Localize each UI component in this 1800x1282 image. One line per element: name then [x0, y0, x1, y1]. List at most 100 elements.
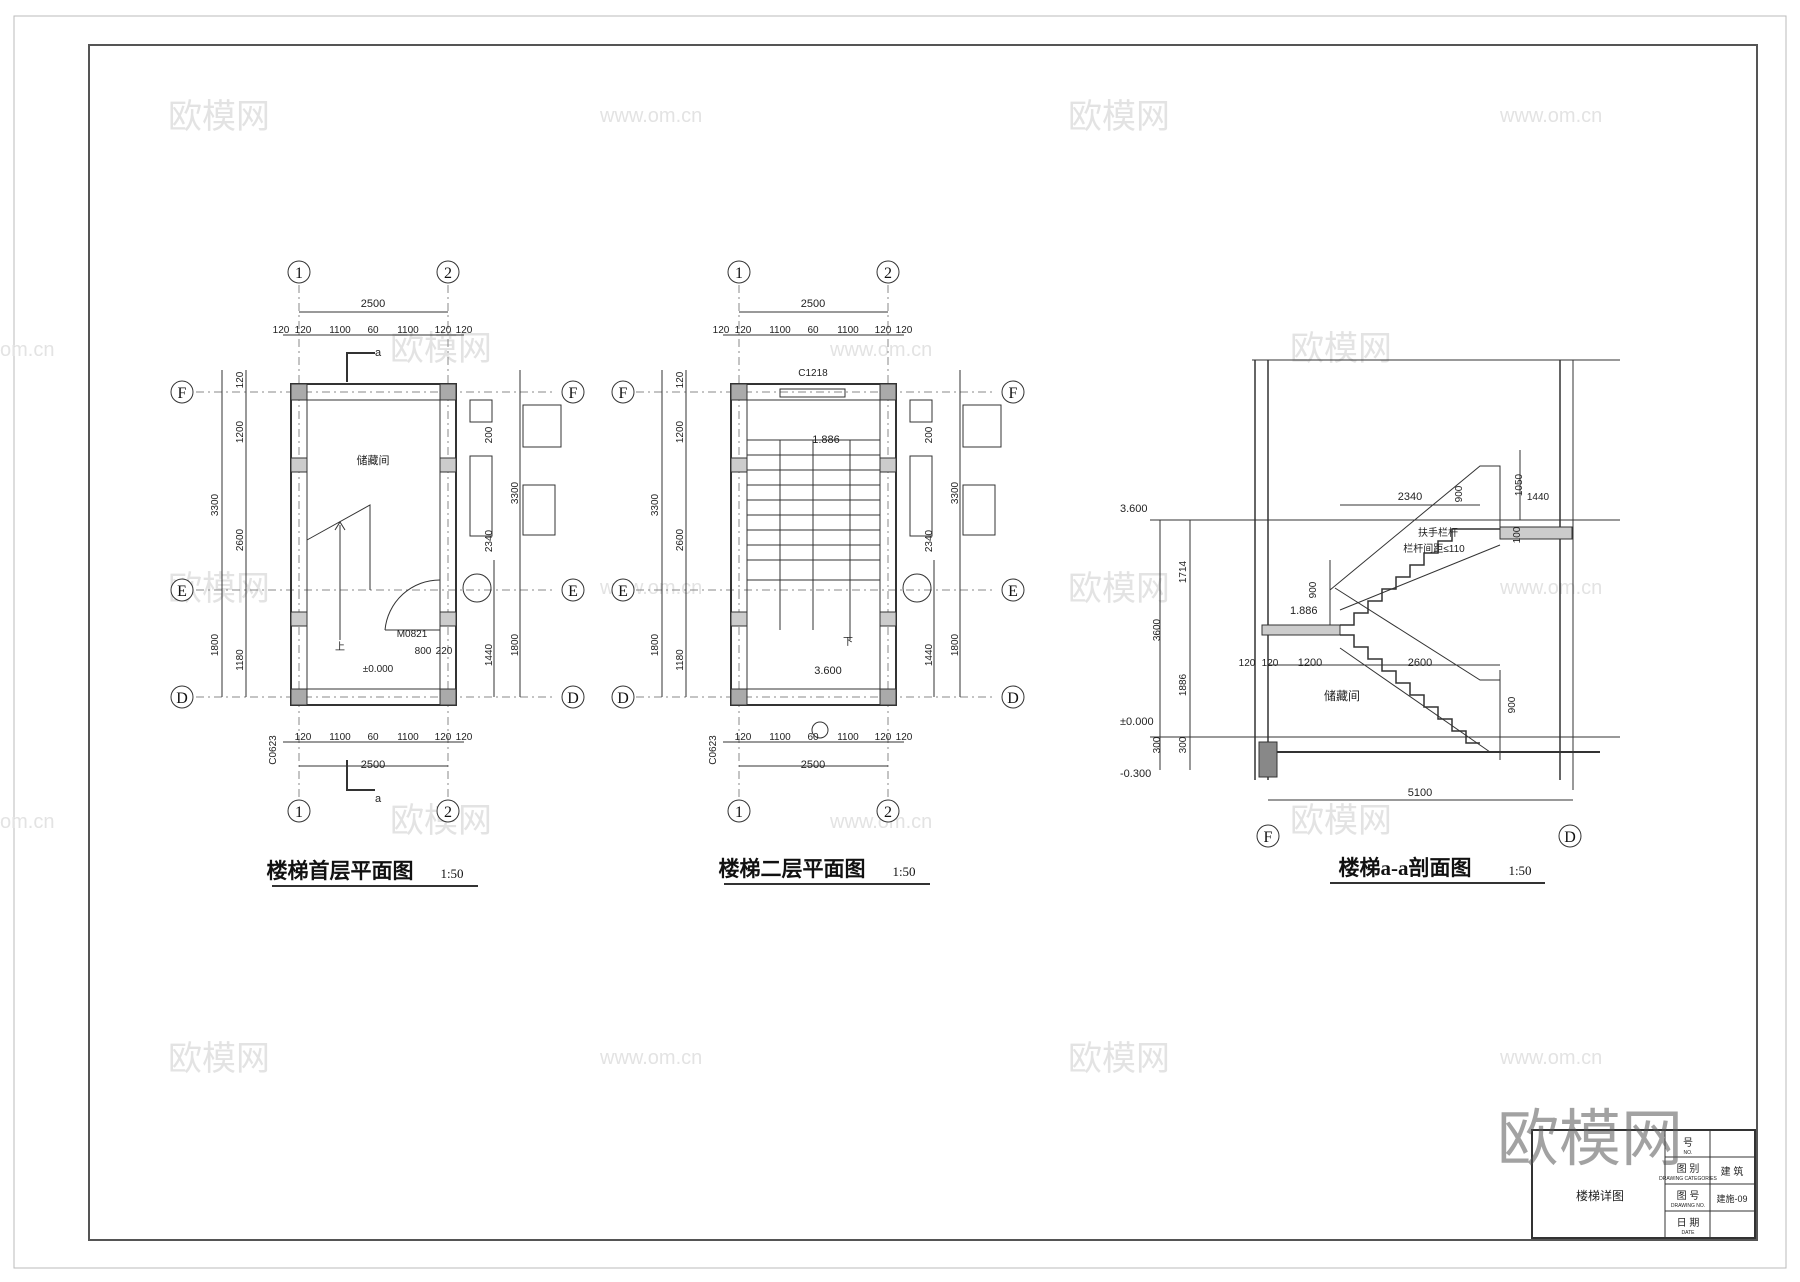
dim-label: 1100 [769, 325, 791, 336]
dim-label: 1440 [924, 643, 935, 666]
dim-label: 1714 [1178, 560, 1189, 583]
elevation-label: -0.300 [1120, 768, 1151, 780]
dim-label: 1200 [235, 420, 246, 443]
dim-label: 2500 [361, 298, 385, 310]
elevation-label: 3.600 [1120, 503, 1148, 515]
dim-label: 120 [735, 325, 752, 336]
dim-label: 1800 [950, 633, 961, 656]
grid-label: D [1007, 690, 1019, 707]
tb-label-no: 号 [1683, 1137, 1693, 1149]
dim-label: 200 [484, 426, 495, 443]
dim-label: 120 [1262, 658, 1279, 669]
dim-label: 120 [295, 325, 312, 336]
dim-label: 60 [367, 732, 379, 743]
watermark-brand: 欧模网 [1290, 802, 1392, 840]
door-tag: M0821 [397, 629, 428, 640]
plan-ground-floor-text: 1 2 1 2 F E D F E D 2500 2500 120 120 11… [170, 260, 585, 887]
dim-label: 120 [875, 325, 892, 336]
dim-label: 2500 [801, 759, 825, 771]
dim-label: 120 [875, 732, 892, 743]
watermark-url: www.om.cn [599, 105, 702, 127]
dim-label: 120 [896, 325, 913, 336]
dim-label: 1180 [675, 649, 686, 671]
dim-label: 2340 [1398, 491, 1422, 503]
dim-label: 1100 [769, 732, 791, 743]
tb-label-no-en: NO. [1684, 1150, 1693, 1156]
watermark-url: www.om.cn [1499, 105, 1602, 127]
dim-label: 2340 [924, 529, 935, 552]
tb-label-drawing-no: 图 号 [1677, 1190, 1700, 1202]
dim-label: 220 [436, 646, 453, 657]
dim-label: 3300 [950, 481, 961, 504]
dim-label: 120 [456, 325, 473, 336]
dim-label: 60 [807, 325, 819, 336]
grid-label: 2 [444, 804, 452, 821]
watermark-url: www.om.cn [829, 811, 932, 833]
grid-label: F [1009, 385, 1018, 402]
plan-second-floor-text: 1 2 1 2 F E D F E D 2500 2500 120 120 11… [611, 260, 1025, 885]
grid-label: 1 [295, 804, 303, 821]
section-mark: a [375, 347, 382, 359]
dim-label: 800 [415, 646, 432, 657]
dim-label: 1800 [210, 633, 221, 656]
dim-label: 120 [295, 732, 312, 743]
title-block [1531, 1129, 1756, 1239]
tb-label-category-en: DRAWING CATEGORIES [1659, 1176, 1717, 1182]
dim-label: 3600 [1152, 618, 1163, 641]
room-label: 储藏间 [1324, 688, 1360, 703]
grid-label: D [176, 690, 188, 707]
section-scale: 1:50 [1508, 863, 1531, 878]
dim-label: 300 [1152, 736, 1163, 753]
dim-label: 100 [1512, 526, 1523, 543]
dim-label: 1100 [329, 325, 351, 336]
sheet-outer-border [13, 15, 1787, 1269]
grid-label: F [1264, 829, 1273, 846]
dim-label: 2500 [801, 298, 825, 310]
dim-label: 1100 [837, 325, 859, 336]
tb-label-drawing-no-en: DRAWING NO. [1671, 1203, 1705, 1209]
dim-label: 3300 [510, 481, 521, 504]
grid-label: F [178, 385, 187, 402]
dim-label: 1200 [675, 420, 686, 443]
dim-label: 60 [367, 325, 379, 336]
watermark-brand: 欧模网 [1290, 330, 1392, 368]
dim-label: 1800 [650, 633, 661, 656]
dim-label: 1100 [837, 732, 859, 743]
dim-label: 120 [1239, 658, 1256, 669]
grid-label: 1 [735, 265, 743, 282]
dim-label: 1800 [510, 633, 521, 656]
grid-label: 2 [444, 265, 452, 282]
dim-label: 2600 [1408, 657, 1432, 669]
rail-note: 扶手栏杆 [1418, 526, 1458, 539]
grid-label: E [568, 583, 578, 600]
dim-label: 5100 [1408, 787, 1432, 799]
section-mark: a [375, 793, 382, 805]
watermark-brand: 欧模网 [168, 1040, 270, 1078]
tb-value-category: 建 筑 [1721, 1165, 1744, 1178]
dim-label: 3300 [210, 493, 221, 516]
dim-label: 900 [1308, 581, 1319, 598]
watermark-url: www.om.cn [1499, 1047, 1602, 1069]
tb-label-category: 图 别 [1677, 1163, 1700, 1175]
grid-label: 1 [735, 804, 743, 821]
stair-direction: 上 [335, 641, 345, 653]
dim-label: 2600 [235, 528, 246, 551]
section-a-a-text: F D 3.600 1.886 ±0.000 -0.300 2340 900 1… [1120, 473, 1582, 884]
elevation-label: 1.886 [812, 434, 840, 446]
watermark-brand: 欧模网 [1068, 1040, 1170, 1078]
dim-label: 120 [273, 325, 290, 336]
dim-label: 1440 [1527, 492, 1550, 503]
dim-label: 120 [713, 325, 730, 336]
dim-label: 120 [735, 732, 752, 743]
dim-label: 300 [1178, 736, 1189, 753]
dim-label: 3300 [650, 493, 661, 516]
grid-label: D [1564, 829, 1576, 846]
drawing-name: 楼梯详图 [1576, 1188, 1624, 1203]
title-block-text: 楼梯详图 号 NO. 图 别 DRAWING CATEGORIES 建 筑 图 … [1576, 1137, 1748, 1236]
plan-second-floor [636, 285, 1002, 800]
watermarks: 欧模网 欧模网 www.om.cn www.om.cn 欧模网 欧模网 www.… [0, 98, 1602, 1078]
dim-label: 1050 [1514, 473, 1525, 496]
dim-label: 1100 [397, 325, 419, 336]
dim-label: 120 [435, 732, 452, 743]
grid-label: D [617, 690, 629, 707]
